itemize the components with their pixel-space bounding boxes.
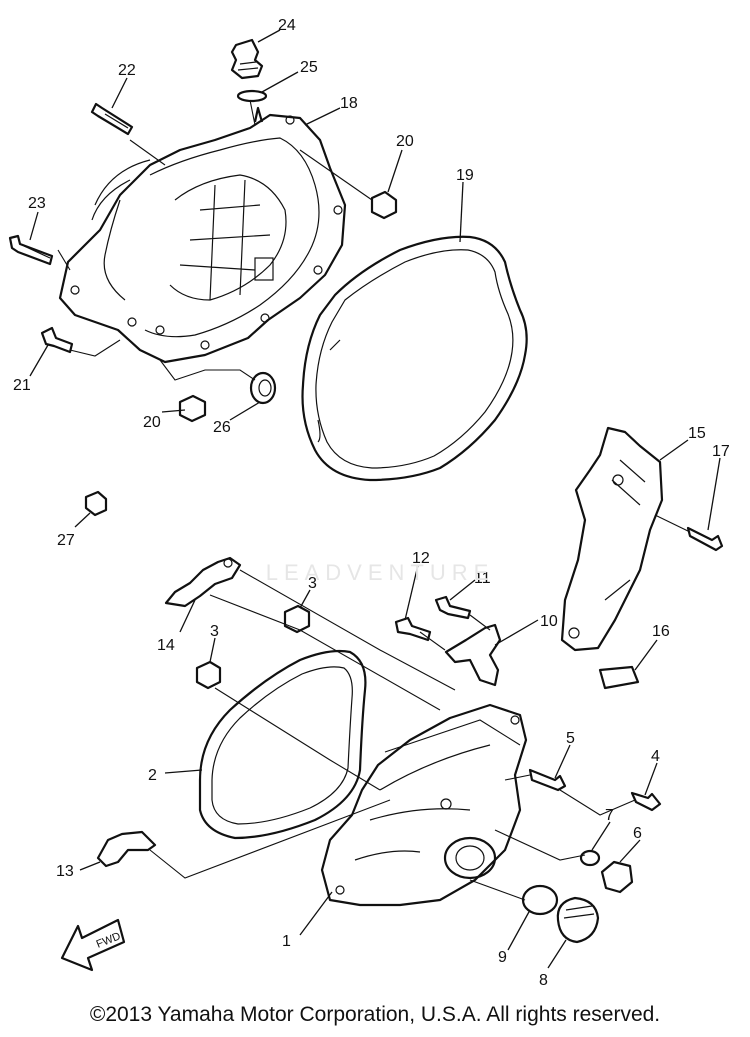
part-1-crankcase-cover xyxy=(320,703,528,907)
part-22-bolt xyxy=(90,102,134,136)
assembly-lines xyxy=(57,99,691,901)
callout-11: 11 xyxy=(474,570,491,587)
callout-10: 10 xyxy=(540,613,558,630)
part-10-bracket xyxy=(444,623,502,687)
part-16-label xyxy=(598,665,640,690)
callout-14: 14 xyxy=(157,637,175,654)
callout-3-upper: 3 xyxy=(308,575,317,592)
callout-16: 16 xyxy=(652,623,670,640)
callout-8: 8 xyxy=(539,972,548,989)
callout-20-lower: 20 xyxy=(143,414,161,431)
part-3-dowel-lower xyxy=(195,660,222,690)
callout-7: 7 xyxy=(605,807,614,824)
part-18-crankcase-cover xyxy=(58,106,347,364)
callout-22: 22 xyxy=(118,62,136,79)
callout-26: 26 xyxy=(213,419,231,436)
part-9-circlip xyxy=(521,884,559,916)
callout-18: 18 xyxy=(340,95,358,112)
callout-27: 27 xyxy=(57,532,75,549)
part-2-gasket xyxy=(198,649,367,840)
callout-12: 12 xyxy=(412,550,430,567)
part-14-bracket xyxy=(164,556,242,608)
part-12-bolt xyxy=(394,616,432,642)
fwd-arrow-icon: FWD xyxy=(60,918,126,972)
callout-19: 19 xyxy=(456,167,474,184)
part-6-plug xyxy=(600,860,634,894)
part-25-o-ring xyxy=(236,89,268,103)
callout-1: 1 xyxy=(282,933,291,950)
part-20-dowel-upper xyxy=(370,190,398,220)
callout-5: 5 xyxy=(566,730,575,747)
callout-2: 2 xyxy=(148,767,157,784)
part-4-bolt xyxy=(630,791,662,812)
callouts: 24 25 18 22 23 20 19 21 20 26 27 15 17 1… xyxy=(13,17,730,989)
part-13-bracket xyxy=(96,830,157,868)
part-17-screw xyxy=(686,526,724,552)
callout-3-lower: 3 xyxy=(210,623,219,640)
part-5-bolt xyxy=(528,768,567,792)
callout-15: 15 xyxy=(688,425,706,442)
callout-20-upper: 20 xyxy=(396,133,414,150)
callout-6: 6 xyxy=(633,825,642,842)
exploded-parts-diagram: FWD xyxy=(8,17,730,989)
part-24-oil-filler-cap xyxy=(230,38,264,80)
part-23-bolt xyxy=(8,234,54,266)
watermark: LEADVENTURE xyxy=(265,560,495,585)
callout-13: 13 xyxy=(56,863,74,880)
part-26-oil-seal xyxy=(249,371,277,405)
part-7-o-ring xyxy=(579,849,601,867)
callout-17: 17 xyxy=(712,443,730,460)
leader-lines xyxy=(29,29,721,969)
part-15-side-cover xyxy=(560,426,664,652)
callout-23: 23 xyxy=(28,195,46,212)
copyright-notice: ©2013 Yamaha Motor Corporation, U.S.A. A… xyxy=(89,1003,661,1026)
callout-9: 9 xyxy=(498,949,507,966)
part-20-dowel-lower xyxy=(178,394,207,423)
part-11-screw xyxy=(434,595,472,620)
part-8-cap xyxy=(556,896,600,944)
callout-4: 4 xyxy=(651,748,660,765)
part-27-dowel xyxy=(84,490,108,517)
callout-24: 24 xyxy=(278,17,296,34)
part-19-gasket xyxy=(301,235,528,482)
callout-21: 21 xyxy=(13,377,31,394)
part-21-bolt xyxy=(40,326,74,354)
part-3-dowel-upper xyxy=(283,604,311,634)
callout-25: 25 xyxy=(300,59,318,76)
